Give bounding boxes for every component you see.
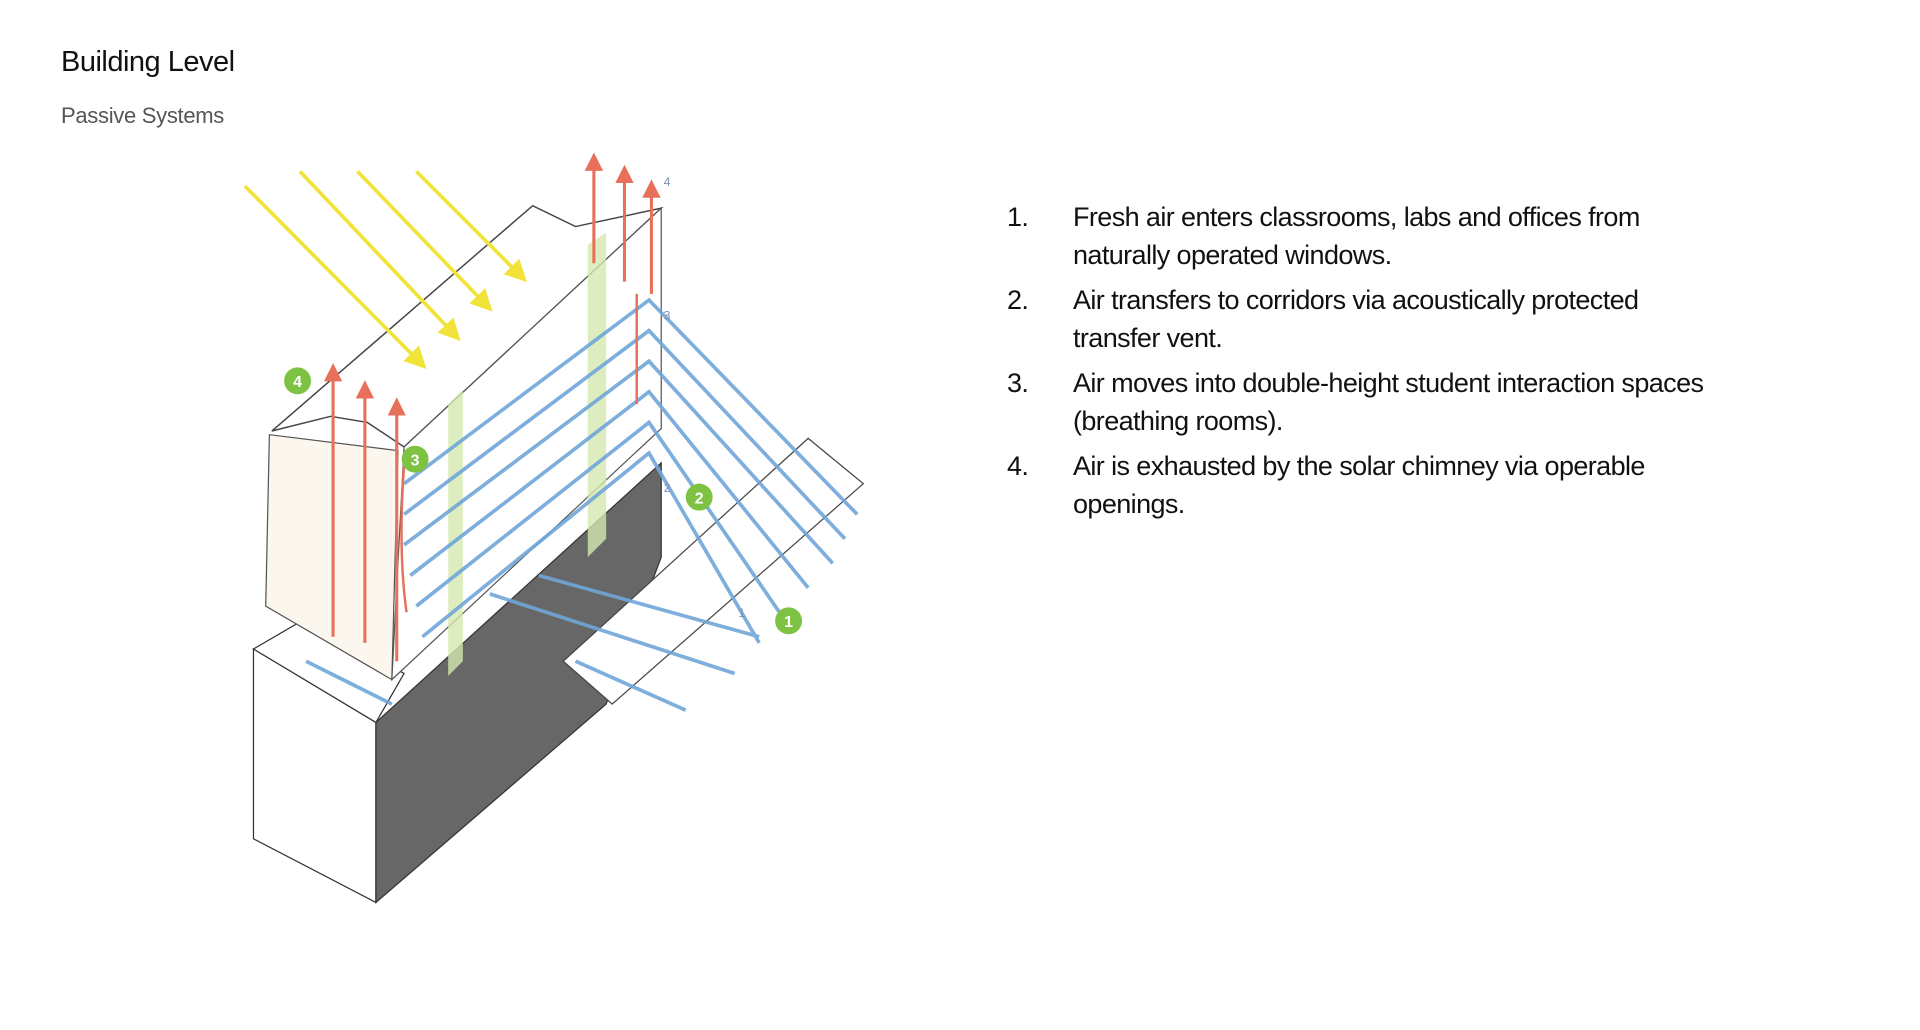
svg-text:1: 1 (784, 614, 793, 631)
step-number: 1. (1007, 202, 1029, 232)
floor-label: 1 (738, 606, 745, 620)
svg-text:2: 2 (695, 490, 704, 507)
page-subtitle: Passive Systems (61, 103, 224, 128)
marker-2: 2 (685, 483, 713, 511)
svg-text:4: 4 (293, 374, 302, 391)
step-number: 2. (1007, 285, 1029, 315)
exhaust-riser (400, 293, 638, 613)
floor-label: 4 (664, 175, 671, 189)
step-item: 2. Air transfers to corridors via acousti… (1007, 281, 1727, 357)
sun-rays (243, 170, 527, 370)
exhaust-arrows (323, 152, 661, 662)
step-number: 4. (1007, 451, 1029, 481)
floor-label: 3 (664, 309, 671, 323)
svg-text:3: 3 (411, 452, 420, 469)
step-text: Air is exhausted by the solar chimney vi… (1073, 451, 1645, 519)
atrium-green (587, 232, 607, 558)
step-item: 4. Air is exhausted by the solar chimney … (1007, 447, 1727, 523)
step-text: Air transfers to corridors via acoustica… (1073, 285, 1639, 353)
step-item: 3. Air moves into double-height student i… (1007, 364, 1727, 440)
atrium-green (448, 389, 463, 676)
fresh-air-flow (305, 297, 859, 712)
marker-3: 3 (401, 445, 429, 473)
step-text: Fresh air enters classrooms, labs and of… (1073, 202, 1640, 270)
steps-list: 1. Fresh air enters classrooms, labs and … (1007, 198, 1727, 530)
marker-1: 1 (775, 607, 803, 635)
corridor-wing (562, 437, 865, 705)
step-text: Air moves into double-height student int… (1073, 368, 1704, 436)
floor-label: 2 (664, 481, 671, 495)
marker-4: 4 (284, 367, 312, 395)
step-number: 3. (1007, 368, 1029, 398)
page-title: Building Level (61, 46, 235, 78)
step-item: 1. Fresh air enters classrooms, labs and … (1007, 198, 1727, 274)
base-top (252, 617, 405, 724)
